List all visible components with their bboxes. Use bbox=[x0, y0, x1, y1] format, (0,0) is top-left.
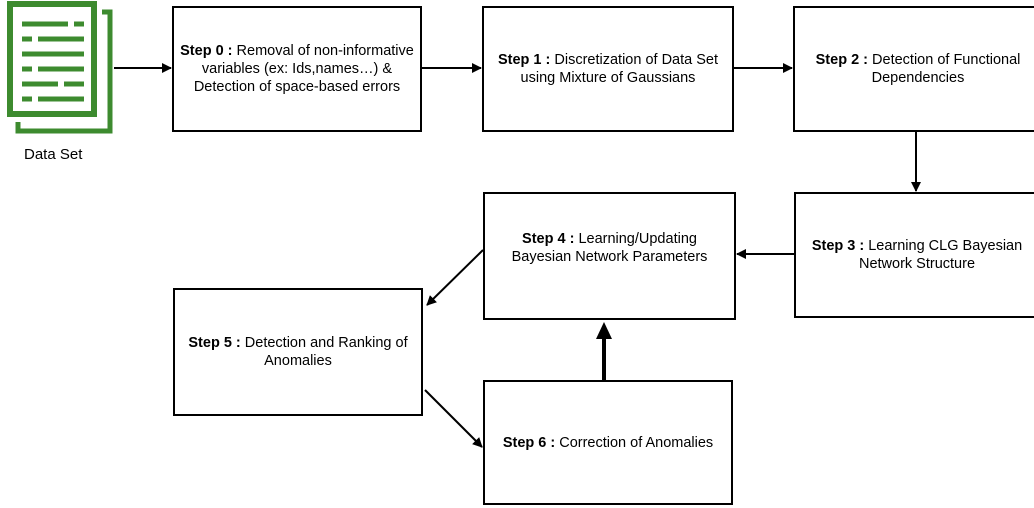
step-2-text: Detection of Functional Dependencies bbox=[871, 52, 1021, 86]
step-2-title: Step 2 : bbox=[815, 52, 869, 68]
step-0-text: Removal of non-informative variables (ex… bbox=[193, 43, 414, 95]
step-1-text: Discretization of Data Set using Mixture… bbox=[520, 52, 718, 86]
step-1-title: Step 1 : bbox=[497, 52, 551, 68]
step-0-title: Step 0 : bbox=[180, 43, 233, 59]
arrow-step5-to-step6 bbox=[424, 389, 483, 448]
arrow-step6-to-step4 bbox=[596, 322, 612, 380]
dataset-label: Data Set bbox=[24, 146, 83, 163]
step-4-text: Learning/Updating Bayesian Network Param… bbox=[511, 231, 708, 265]
step-1-box: Step 1 : Discretization of Data Set usin… bbox=[482, 6, 734, 132]
step-3-box: Step 3 : Learning CLG Bayesian Network S… bbox=[794, 192, 1034, 318]
step-6-title: Step 6 : bbox=[502, 434, 556, 451]
document-icon bbox=[7, 1, 113, 134]
step-2-box: Step 2 : Detection of Functional Depende… bbox=[793, 6, 1034, 132]
step-4-title: Step 4 : bbox=[522, 231, 575, 247]
step-3-text: Learning CLG Bayesian Network Structure bbox=[858, 238, 1023, 272]
step-6-box: Step 6 : Correction of Anomalies bbox=[483, 380, 733, 505]
step-3-title: Step 3 : bbox=[811, 238, 865, 254]
arrow-step4-to-step5 bbox=[426, 249, 484, 306]
step-5-box: Step 5 : Detection and Ranking of Anomal… bbox=[173, 288, 423, 416]
step-5-title: Step 5 : bbox=[188, 335, 241, 351]
step-0-box: Step 0 : Removal of non-informative vari… bbox=[172, 6, 422, 132]
step-6-text: Correction of Anomalies bbox=[559, 434, 714, 451]
step-4-box: Step 4 : Learning/Updating Bayesian Netw… bbox=[483, 192, 736, 320]
step-5-text: Detection and Ranking of Anomalies bbox=[244, 335, 408, 369]
